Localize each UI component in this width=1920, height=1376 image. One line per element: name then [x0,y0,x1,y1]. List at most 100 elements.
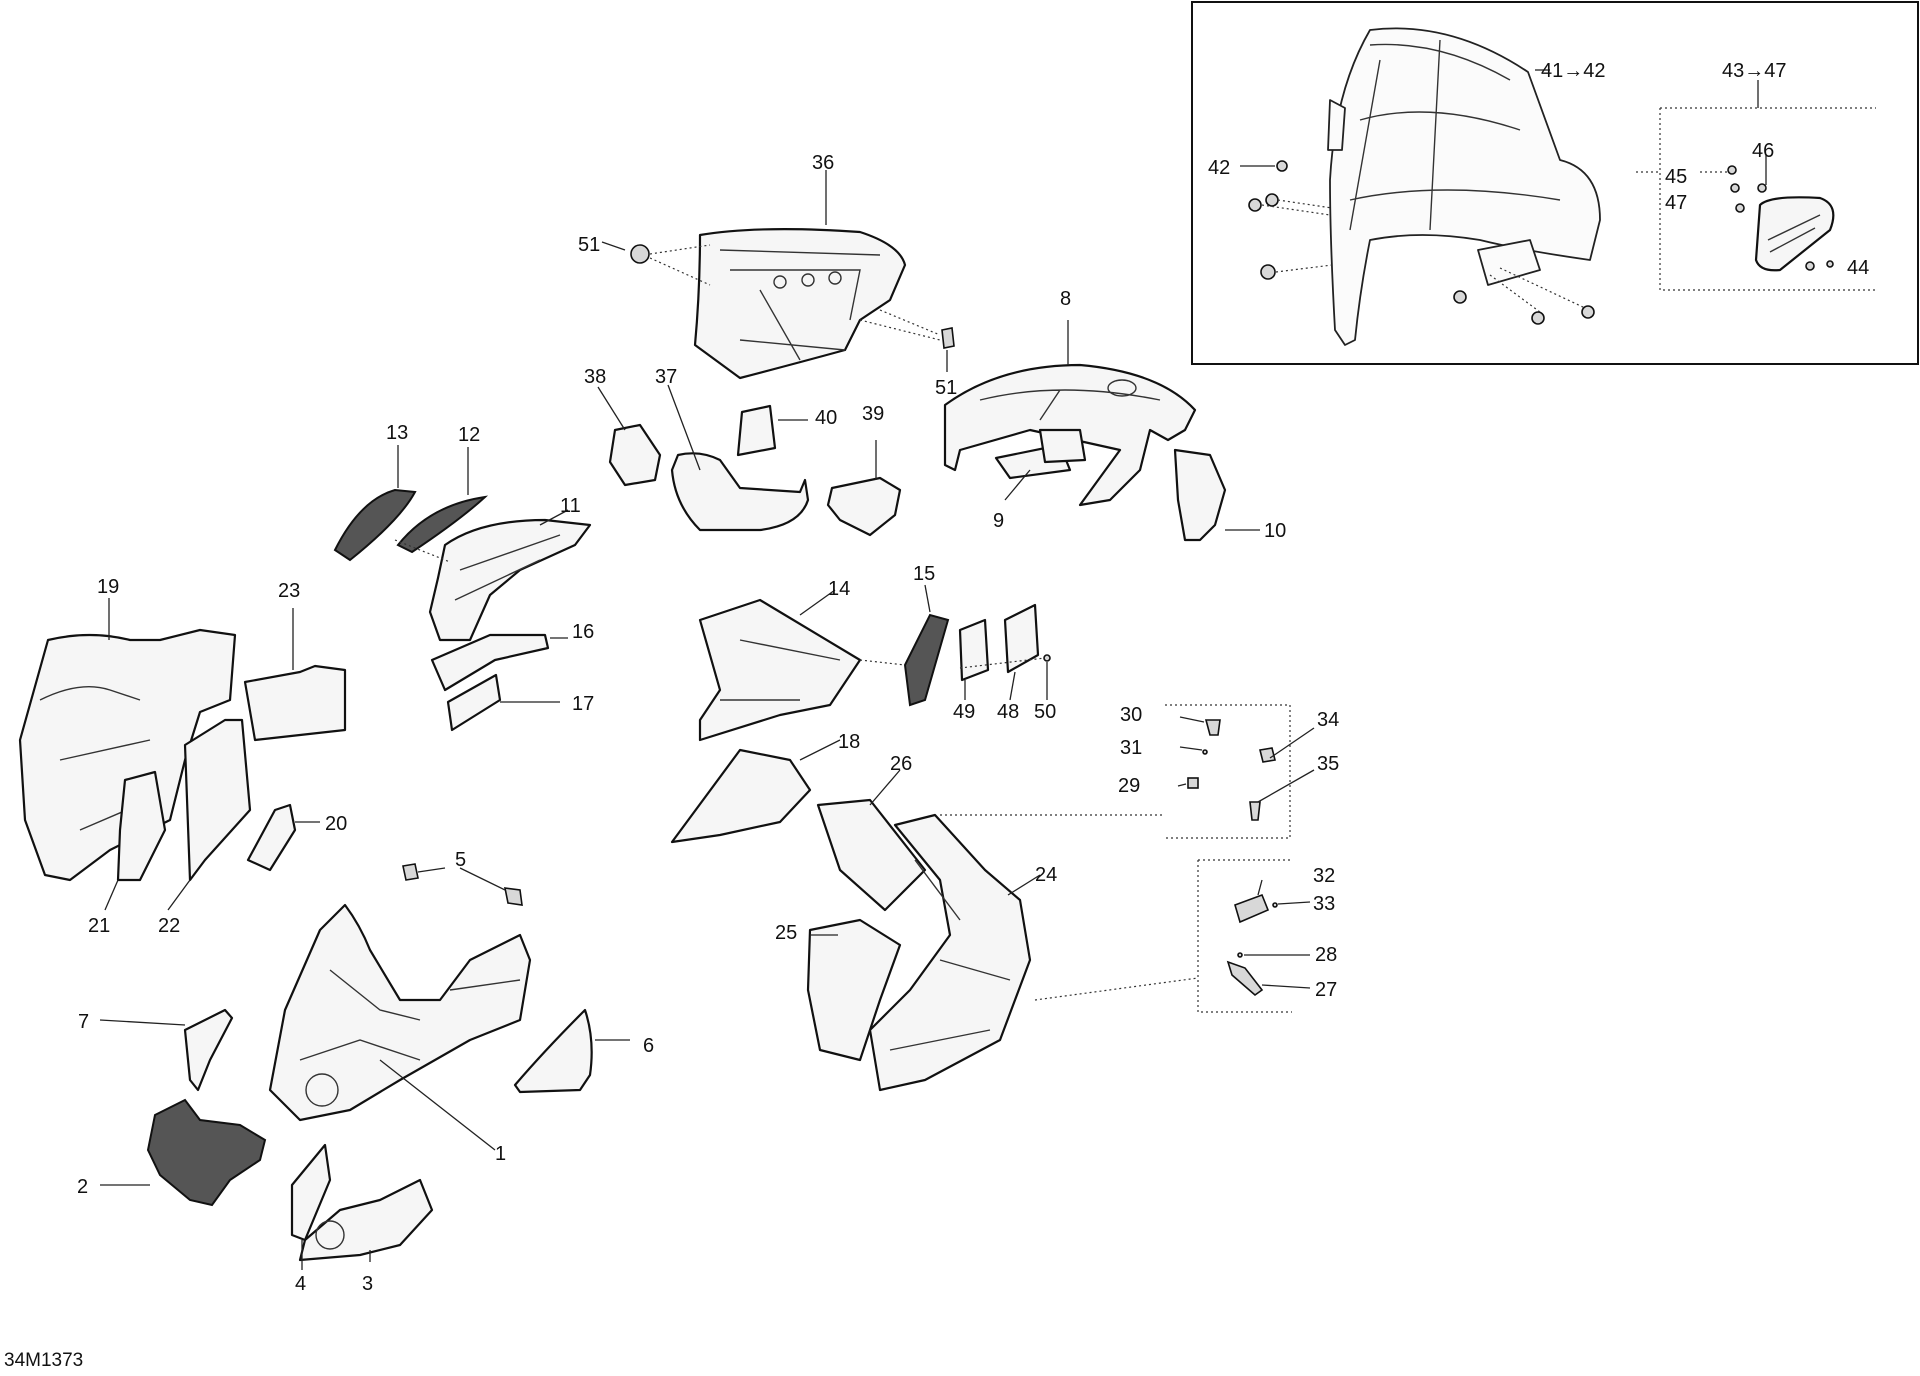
callout-32: 32 [1313,865,1335,887]
panel-11 [394,509,592,642]
callout-15: 15 [913,563,935,585]
document-number: 34M1373 [4,1350,83,1371]
callout-37: 37 [655,366,677,388]
callout-51-right: 51 [935,377,957,399]
callout-11: 11 [560,495,581,517]
callout-2: 2 [77,1176,88,1198]
windshield-fasteners [1248,160,1595,325]
callout-42: 42 [1208,157,1230,179]
callout-8: 8 [1060,288,1071,310]
callout-47: 47 [1665,192,1687,214]
callout-34: 34 [1317,709,1339,731]
headlight-housing-part [693,228,907,380]
callout-33: 33 [1313,893,1335,915]
callout-5: 5 [455,849,466,871]
panel-17 [446,673,560,732]
panel-39 [826,440,902,537]
panel-9 [994,428,1087,501]
callout-3: 3 [362,1273,373,1295]
callout-45: 45 [1665,166,1687,188]
callout-18: 18 [838,731,860,753]
panel-23 [243,608,347,742]
hardware-29-35 [1177,716,1315,821]
callout-27: 27 [1315,979,1337,1001]
panel-25 [806,918,902,1062]
link-lower-box [1034,977,1199,1001]
callout-13: 13 [386,422,408,444]
callout-19: 19 [97,576,119,598]
callout-44: 44 [1847,257,1869,279]
bracket-7 [99,1008,234,1092]
bracket-20 [246,803,320,872]
panel-18 [670,739,841,844]
windshield-leaders [1240,69,1586,313]
callout-30: 30 [1120,704,1142,726]
callout-20: 20 [325,813,347,835]
nose-panel-24 [868,813,1041,1092]
panel-22 [167,718,252,911]
panel-4 [290,1143,332,1270]
panel-38 [597,386,662,487]
callout-48: 48 [997,701,1019,723]
panel-14 [698,589,862,742]
callout-25: 25 [775,922,797,944]
panel-16 [430,633,568,692]
callout-7: 7 [78,1011,89,1033]
panel-48 [1003,603,1040,701]
mesh-12 [396,447,489,554]
callout-40: 40 [815,407,837,429]
mesh-13 [333,445,417,562]
callout-9: 9 [993,510,1004,532]
callout-38: 38 [584,366,606,388]
callout-46: 46 [1752,140,1774,162]
callout-12: 12 [458,424,480,446]
callout-29: 29 [1118,775,1140,797]
callout-41-42: 41→42 [1541,60,1606,82]
callout-39: 39 [862,403,884,425]
callout-10: 10 [1264,520,1286,542]
windshield-part [1327,27,1601,346]
callout-28: 28 [1315,944,1337,966]
hardware-27-33 [1226,879,1311,997]
windshield-inset-frame [1191,1,1919,365]
mesh-2 [100,1098,267,1207]
callout-49: 49 [953,701,975,723]
fasteners-51 [601,241,955,372]
panel-26 [816,769,927,912]
panel-40 [736,404,808,457]
clips-5 [402,863,523,906]
callout-17: 17 [572,693,594,715]
panel-49 [958,618,990,700]
vent-6 [513,1008,630,1094]
panel-21 [104,770,167,911]
callout-1: 1 [495,1143,506,1165]
callout-31: 31 [1120,737,1142,759]
callout-14: 14 [828,578,850,600]
hood-panel-1 [268,903,532,1151]
callout-26: 26 [890,753,912,775]
callout-35: 35 [1317,753,1339,775]
mesh-15 [859,584,950,707]
hardware-box-lower [1197,859,1292,1013]
callout-51-left: 51 [578,234,600,256]
callout-21: 21 [88,915,110,937]
callout-23: 23 [278,580,300,602]
hardware-box-upper [1165,704,1291,839]
callout-43-47: 43→47 [1722,60,1787,82]
callout-24: 24 [1035,864,1057,886]
panel-37 [667,384,810,532]
screw-50 [959,654,1051,700]
panel-8 [943,320,1197,507]
callout-6: 6 [643,1035,654,1057]
mirror-part [1700,155,1835,272]
callout-22: 22 [158,915,180,937]
callout-50: 50 [1034,701,1056,723]
callout-labels: 1 2 3 4 5 6 7 8 9 10 11 12 13 14 15 16 1… [77,60,1869,1295]
panel-10 [1173,448,1260,542]
hardware-kit-box [1659,107,1876,291]
callout-4: 4 [295,1273,306,1295]
callout-16: 16 [572,621,594,643]
callout-36: 36 [812,152,834,174]
